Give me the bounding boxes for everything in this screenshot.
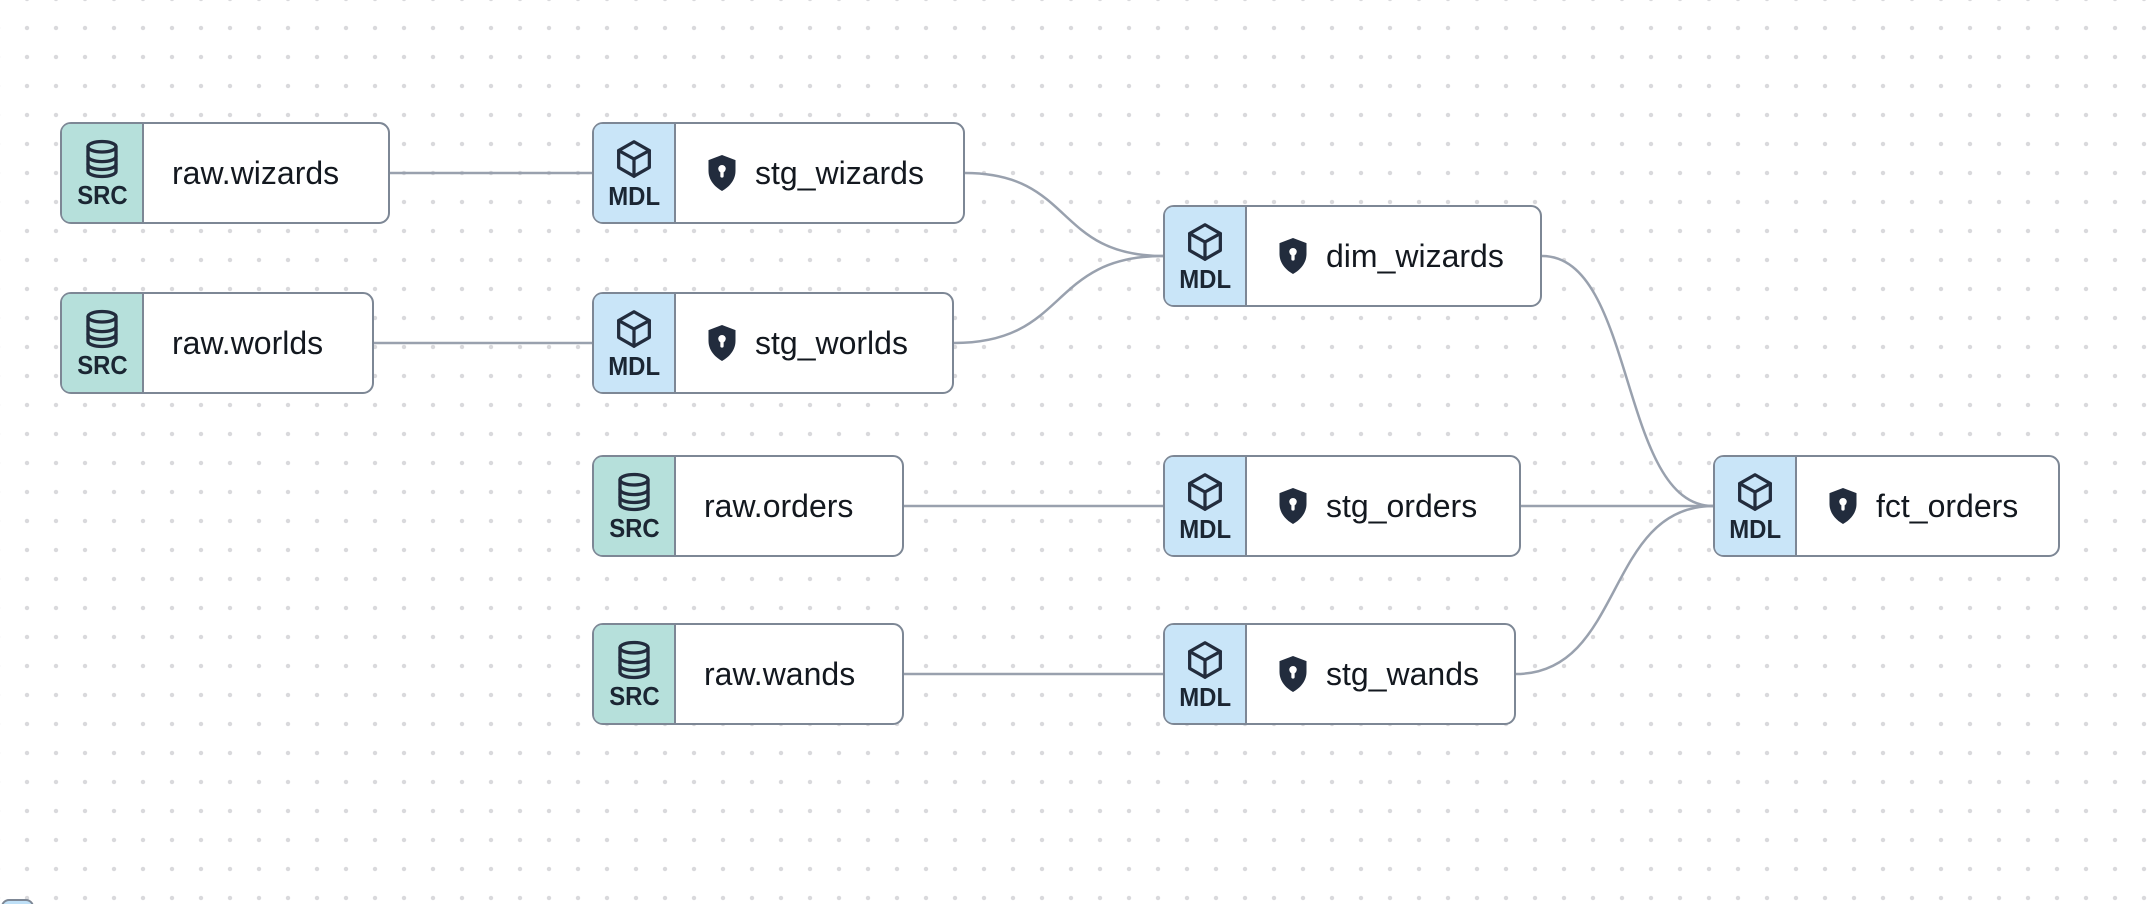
node-body: raw.worlds (144, 294, 372, 392)
node-label: raw.wizards (172, 154, 340, 191)
node-body: raw.wands (676, 625, 902, 723)
node-label: stg_orders (1326, 487, 1478, 524)
shield-icon (1279, 656, 1307, 692)
lineage-edge-stg_worlds-to-dim_wizards (953, 254, 1164, 345)
node-type-badge: MDL (1165, 625, 1247, 723)
node-type-badge: MDL (1165, 207, 1247, 305)
database-icon (86, 139, 118, 179)
node-label: raw.orders (704, 487, 854, 524)
node-label: stg_worlds (755, 324, 908, 361)
lineage-node-raw_wizards[interactable]: SRC raw.wizards (60, 122, 390, 224)
cube-icon (1188, 473, 1222, 511)
cube-icon (1188, 641, 1222, 679)
lineage-edge-stg_wands-to-fct_orders (1515, 504, 1714, 676)
node-type-badge: SRC (62, 294, 144, 392)
node-type-label: SRC (608, 681, 660, 711)
database-icon (618, 472, 650, 512)
lineage-node-raw_wands[interactable]: SRC raw.wands (592, 623, 904, 725)
lineage-node-fct_orders[interactable]: MDL fct_orders (1713, 455, 2060, 557)
lineage-node-stg_wands[interactable]: MDL stg_wands (1163, 623, 1516, 725)
node-body: stg_worlds (676, 294, 952, 392)
node-type-badge: SRC (62, 124, 144, 222)
shield-icon (1279, 238, 1307, 274)
lineage-node-stg_wizards[interactable]: MDL stg_wizards (592, 122, 965, 224)
node-type-badge: SRC (594, 625, 676, 723)
node-label: dim_wizards (1326, 237, 1504, 274)
node-label: raw.worlds (172, 324, 324, 361)
shield-icon (708, 325, 736, 361)
node-type-badge: MDL (594, 124, 676, 222)
shield-icon (1829, 488, 1857, 524)
node-type-label: MDL (608, 181, 660, 211)
node-type-badge: MDL (594, 294, 676, 392)
node-type-label: MDL (1179, 682, 1231, 712)
node-body: raw.wizards (144, 124, 388, 222)
node-body: fct_orders (1797, 457, 2058, 555)
partial-node-badge[interactable] (1, 899, 34, 904)
lineage-node-stg_worlds[interactable]: MDL stg_worlds (592, 292, 954, 394)
lineage-edge-dim_wizards-to-fct_orders (1541, 254, 1714, 508)
lineage-edge-stg_wizards-to-dim_wizards (964, 171, 1164, 258)
node-body: dim_wizards (1247, 207, 1540, 305)
node-type-label: SRC (608, 513, 660, 543)
lineage-node-dim_wizards[interactable]: MDL dim_wizards (1163, 205, 1542, 307)
node-type-label: MDL (608, 351, 660, 381)
node-type-label: MDL (1179, 514, 1231, 544)
node-type-badge: MDL (1165, 457, 1247, 555)
database-icon (618, 640, 650, 680)
cube-icon (1738, 473, 1772, 511)
cube-icon (1188, 223, 1222, 261)
node-type-label: SRC (76, 180, 128, 210)
lineage-node-stg_orders[interactable]: MDL stg_orders (1163, 455, 1521, 557)
lineage-node-raw_orders[interactable]: SRC raw.orders (592, 455, 904, 557)
database-icon (86, 309, 118, 349)
node-body: stg_wizards (676, 124, 963, 222)
shield-icon (1279, 488, 1307, 524)
node-body: stg_orders (1247, 457, 1519, 555)
node-label: raw.wands (704, 655, 856, 692)
node-label: fct_orders (1876, 487, 2019, 524)
node-type-label: SRC (76, 350, 128, 380)
node-type-label: MDL (1179, 264, 1231, 294)
cube-icon (617, 310, 651, 348)
node-type-badge: MDL (1715, 457, 1797, 555)
node-body: stg_wands (1247, 625, 1514, 723)
node-label: stg_wizards (755, 154, 924, 191)
lineage-node-raw_worlds[interactable]: SRC raw.worlds (60, 292, 374, 394)
node-type-label: MDL (1729, 514, 1781, 544)
node-type-badge: SRC (594, 457, 676, 555)
node-body: raw.orders (676, 457, 902, 555)
cube-icon (617, 140, 651, 178)
shield-icon (708, 155, 736, 191)
node-label: stg_wands (1326, 655, 1479, 692)
